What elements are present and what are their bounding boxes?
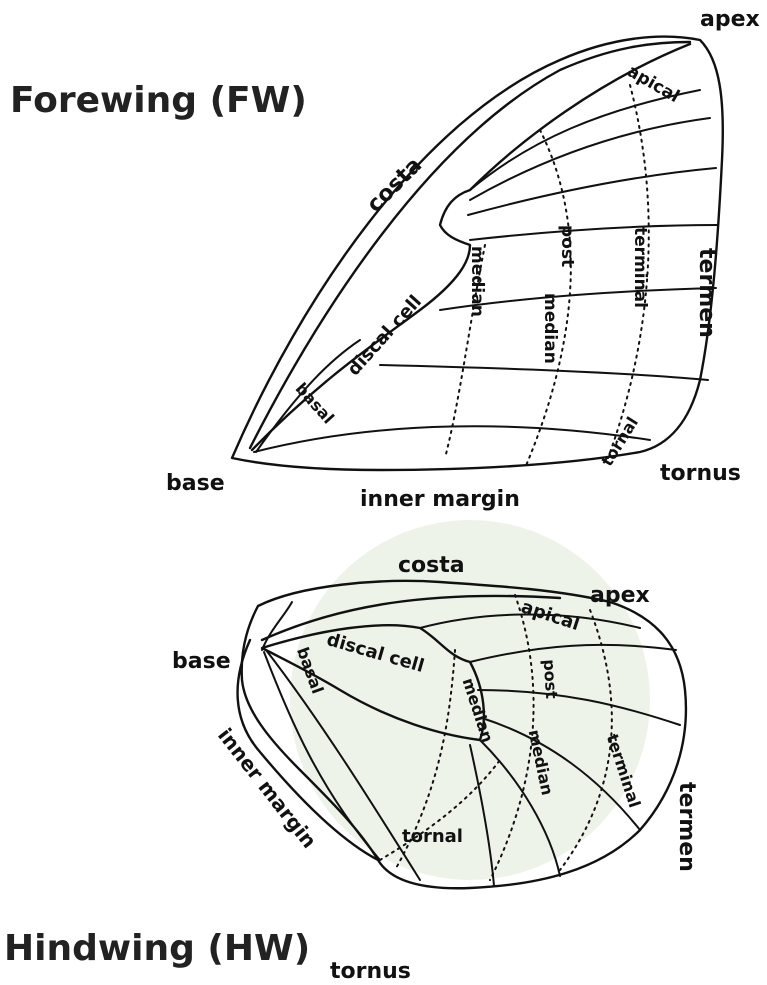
forewing-title: Forewing (FW) (10, 80, 307, 121)
forewing-inner-margin-label: inner margin (360, 487, 520, 512)
forewing-terminal-label: terminal (630, 227, 650, 308)
forewing-post-label: post (557, 225, 577, 267)
forewing-costa-label: costa (362, 153, 427, 218)
forewing-vein-2 (470, 118, 710, 200)
hindwing-base-label: base (172, 649, 231, 674)
hindwing-costa-label: costa (398, 553, 465, 578)
hindwing-post-label: post (540, 659, 562, 700)
forewing-median-label-1: median (467, 246, 487, 317)
forewing-base-label: base (166, 471, 225, 496)
forewing-figure: Forewing (FW) apex apical costa termen p… (10, 7, 760, 512)
forewing-tornal-label: tornal (597, 414, 642, 470)
forewing-basal-label: basal (292, 379, 338, 427)
hindwing-tornus-label: tornus (330, 959, 411, 984)
forewing-vein-7 (254, 426, 650, 452)
forewing-vein-6 (380, 365, 708, 380)
forewing-median-label-2: median (540, 293, 560, 364)
hindwing-apex-label: apex (590, 583, 650, 608)
hindwing-termen-label: termen (674, 782, 699, 872)
forewing-vein-4 (470, 225, 718, 240)
hindwing-tornal-label: tornal (402, 826, 463, 847)
forewing-termen-label: termen (694, 248, 719, 338)
forewing-vein-3 (468, 168, 716, 215)
hindwing-title: Hindwing (HW) (4, 928, 310, 969)
forewing-apex-label: apex (700, 7, 760, 32)
forewing-tornus-label: tornus (660, 461, 741, 486)
